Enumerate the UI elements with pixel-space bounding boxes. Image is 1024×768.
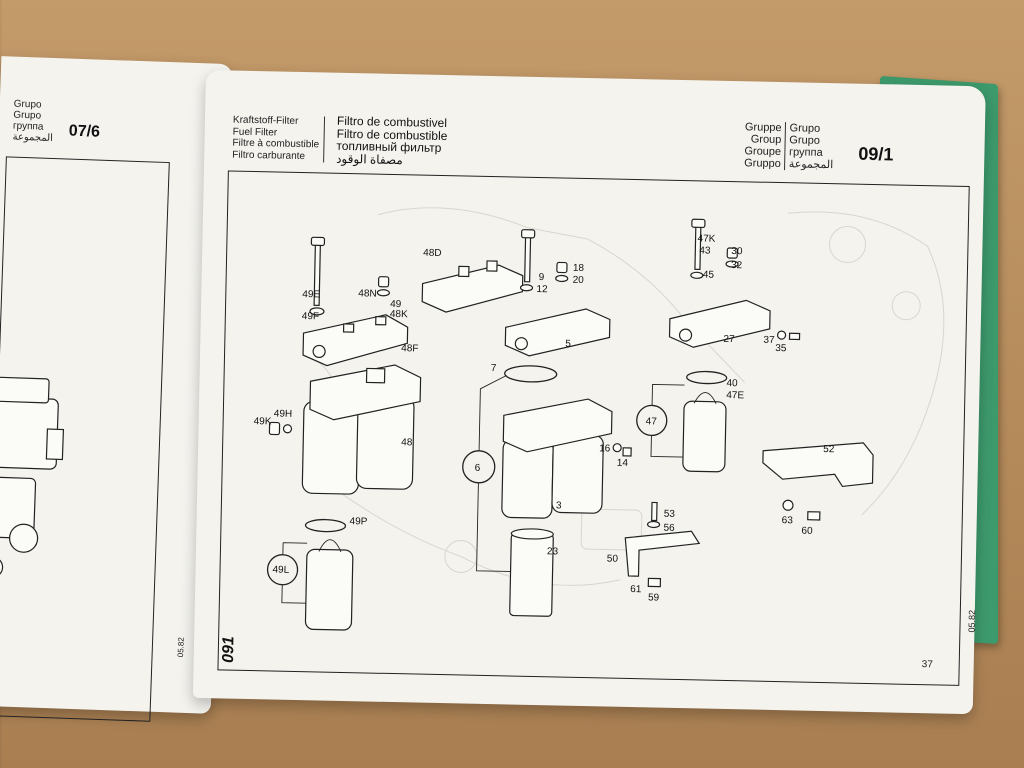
- callout-49F: 49F: [302, 311, 319, 322]
- callout-labels: 48D 49E 48N 49 48K 49F 48F 48 49K 49H 49…: [254, 233, 835, 603]
- callout-37: 37: [763, 335, 775, 346]
- callout-49K: 49K: [254, 416, 272, 427]
- callout-53: 53: [664, 509, 676, 520]
- group-label: Gruppe: [744, 121, 782, 135]
- callout-14: 14: [617, 458, 629, 469]
- callout-18: 18: [573, 263, 585, 274]
- callout-47: 47: [646, 416, 658, 427]
- callout-9: 9: [539, 272, 545, 283]
- callout-60: 60: [801, 526, 813, 537]
- callout-48N: 48N: [358, 288, 377, 299]
- callout-12: 12: [536, 284, 548, 295]
- callout-23: 23: [547, 546, 559, 557]
- fuel-filter-exploded-view: 48D 49E 48N 49 48K 49F 48F 48 49K 49H 49…: [254, 207, 945, 631]
- callout-5: 5: [565, 339, 571, 350]
- callout-59: 59: [648, 592, 660, 603]
- callout-49E: 49E: [302, 289, 320, 300]
- callout-48: 48: [401, 437, 413, 448]
- left-page-group-number: 07/6: [68, 122, 101, 141]
- callout-30: 30: [731, 246, 743, 257]
- callout-6: 6: [475, 463, 481, 474]
- callout-45: 45: [703, 269, 715, 280]
- right-page-date: 05.82: [966, 609, 978, 633]
- filter-assembly-3: [462, 229, 632, 617]
- right-page-group-number: 09/1: [858, 143, 894, 165]
- callout-48K: 48K: [390, 309, 408, 320]
- callout-63: 63: [782, 515, 794, 526]
- callout-50: 50: [607, 554, 619, 565]
- group-label: группа: [788, 146, 823, 159]
- group-label: Groupe: [744, 145, 782, 159]
- callout-3: 3: [556, 500, 562, 511]
- group-label: Grupo: [789, 122, 821, 135]
- callout-35: 35: [775, 343, 787, 354]
- right-page-group-labels: Gruppe Group Groupe Gruppo Grupo Grupo г…: [744, 121, 834, 171]
- title-block-primary: Kraftstoff-Filter Fuel Filter Filtre à c…: [232, 114, 325, 163]
- filter-assembly-27: [624, 218, 874, 588]
- page-number: 37: [921, 659, 933, 671]
- left-page-date: 05.82: [176, 637, 186, 658]
- callout-52: 52: [823, 444, 835, 455]
- section-code: 091: [219, 636, 238, 664]
- group-label: المجموعة: [788, 158, 834, 172]
- left-page-diagram-frame: [0, 156, 170, 722]
- left-page: Grupo Grupo группа المجموعة 07/6 05.82: [0, 56, 234, 722]
- callout-47K: 47K: [697, 233, 715, 244]
- title-line: Filtro carburante: [232, 149, 306, 162]
- callout-61: 61: [630, 584, 642, 595]
- filter-assembly-48: [266, 236, 524, 631]
- group-label: Gruppo: [744, 157, 781, 171]
- group-label: Grupo: [789, 134, 821, 147]
- callout-16: 16: [599, 443, 611, 454]
- callout-27: 27: [723, 334, 735, 345]
- callout-48D: 48D: [423, 248, 442, 259]
- callout-7: 7: [491, 363, 497, 374]
- right-page: Kraftstoff-Filter Fuel Filter Filtre à c…: [192, 70, 986, 715]
- callout-47E: 47E: [726, 390, 744, 401]
- callout-49L: 49L: [272, 565, 289, 576]
- title-block-secondary: Filtro de combustivel Filtro de combusti…: [336, 114, 448, 167]
- callout-48F: 48F: [401, 343, 418, 354]
- callout-32: 32: [731, 260, 743, 271]
- callout-40: 40: [726, 378, 738, 389]
- callout-43: 43: [699, 245, 711, 256]
- left-page-group-labels: Grupo Grupo группа المجموعة: [12, 99, 54, 144]
- callout-49: 49: [390, 299, 402, 310]
- injection-pump-drawing: [0, 376, 65, 578]
- callout-20: 20: [573, 275, 585, 286]
- group-label: Group: [750, 133, 782, 147]
- exploded-parts-diagram: 48D 49E 48N 49 48K 49F 48F 48 49K 49H 49…: [217, 170, 970, 686]
- callout-49P: 49P: [349, 516, 367, 527]
- callout-49H: 49H: [274, 408, 293, 419]
- callout-56: 56: [663, 523, 675, 534]
- group-label: المجموعة: [12, 131, 54, 144]
